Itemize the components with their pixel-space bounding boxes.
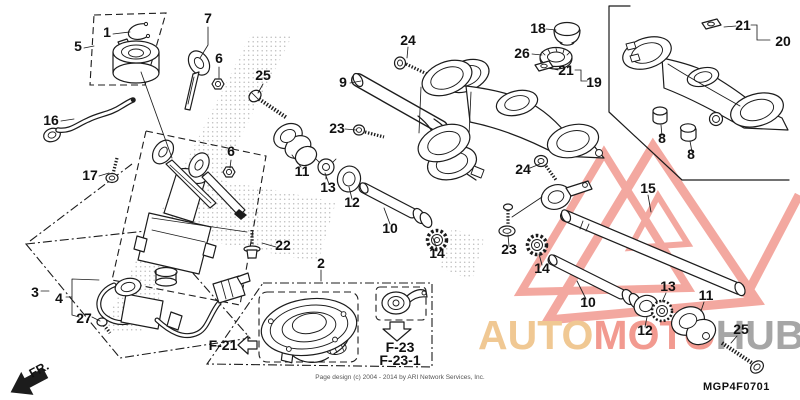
part-callout-9[interactable]: 9	[339, 74, 347, 90]
part-callout-23[interactable]: 23	[501, 241, 517, 257]
part-callout-5[interactable]: 5	[74, 38, 82, 54]
f21-arrow-icon	[237, 335, 258, 355]
part-callout-22[interactable]: 22	[275, 237, 291, 253]
part-washer-13-left	[315, 158, 337, 180]
part-callout-25[interactable]: 25	[255, 67, 271, 83]
part-callout-24[interactable]: 24	[515, 161, 531, 177]
parts-artwork	[43, 18, 789, 374]
part-callout-11[interactable]: 11	[699, 287, 714, 303]
part-callout-14[interactable]: 14	[534, 260, 550, 276]
box-key-cylinder-set	[205, 282, 433, 368]
front-direction-marker: FR.	[10, 359, 51, 395]
part-nut-14-left	[425, 228, 449, 252]
part-callout-25[interactable]: 25	[733, 321, 749, 337]
box-lock-set	[24, 229, 252, 359]
part-callout-11[interactable]: 11	[295, 163, 310, 179]
part-top-bridge-20	[622, 36, 789, 131]
part-callout-24[interactable]: 24	[400, 32, 416, 48]
part-screw-22	[243, 230, 261, 259]
part-callout-19[interactable]: 19	[586, 74, 602, 90]
copyright-note: Page design (c) 2004 - 2014 by ARI Netwo…	[315, 374, 485, 381]
part-callout-13[interactable]: 13	[660, 278, 676, 294]
diagram-code: MGP4F0701	[703, 381, 770, 393]
part-cap-18	[553, 21, 581, 46]
part-nut-6-box	[222, 166, 236, 178]
ref-link-f23-1[interactable]: F-23-1	[379, 352, 420, 368]
part-clip-21-mid	[534, 60, 554, 72]
part-callout-3[interactable]: 3	[31, 284, 39, 300]
part-callout-16[interactable]: 16	[43, 112, 59, 128]
part-snap-ring-1	[127, 21, 151, 41]
part-callout-27[interactable]: 27	[76, 310, 92, 326]
part-screw-25-right	[720, 341, 765, 374]
part-callout-20[interactable]: 20	[775, 33, 791, 49]
watermark-triangle-icon	[741, 192, 800, 301]
part-callout-10[interactable]: 10	[382, 220, 398, 236]
part-callout-14[interactable]: 14	[429, 245, 445, 261]
part-callout-4[interactable]: 4	[55, 290, 63, 306]
part-bushing-8-b	[679, 123, 697, 142]
part-switch-cover-5	[112, 38, 160, 84]
part-bar-end-11-left	[273, 122, 318, 167]
part-weight-10-right	[547, 254, 642, 310]
part-weight-10-left	[358, 182, 433, 229]
part-fuel-cap	[260, 297, 358, 364]
part-callout-6[interactable]: 6	[227, 143, 235, 159]
part-bolt-24-top	[393, 56, 428, 76]
part-callout-8[interactable]: 8	[658, 130, 666, 146]
part-callout-2[interactable]: 2	[317, 255, 325, 271]
part-seat-lock	[381, 289, 428, 315]
part-callout-6[interactable]: 6	[215, 50, 223, 66]
part-bar-end-11-right	[670, 306, 717, 346]
part-bushing-12-left	[336, 165, 362, 193]
part-callout-23[interactable]: 23	[329, 120, 345, 136]
part-ignition-switch	[133, 139, 247, 287]
part-bolt-23-left	[352, 124, 385, 139]
part-clip-21-inset	[701, 18, 722, 30]
ref-link-f23[interactable]: F-23	[386, 339, 415, 355]
part-nut-6-top	[211, 78, 225, 90]
part-screw-27	[96, 317, 112, 334]
part-callout-12[interactable]: 12	[637, 322, 653, 338]
box-seat-lock	[375, 286, 427, 321]
part-callout-17[interactable]: 17	[82, 167, 98, 183]
part-bushing-8-a	[652, 106, 668, 125]
part-bolt-17	[105, 157, 119, 184]
part-handle-lock-4	[96, 272, 251, 339]
leader-lines	[40, 24, 771, 344]
watermark-triangle-icon	[624, 190, 694, 252]
part-callout-13[interactable]: 13	[320, 179, 336, 195]
part-callout-21[interactable]: 21	[558, 62, 574, 78]
ref-link-f21[interactable]: F-21	[209, 337, 238, 353]
part-key-7	[184, 50, 211, 111]
part-callout-7[interactable]: 7	[204, 10, 212, 26]
box-ignition-switch	[111, 130, 267, 306]
part-callout-21[interactable]: 21	[735, 17, 751, 33]
part-callout-26[interactable]: 26	[514, 45, 530, 61]
part-nut-14-right	[525, 233, 549, 257]
part-callout-1[interactable]: 1	[103, 24, 111, 40]
callouts: 1576161725611131210149232418262119242120…	[31, 10, 791, 338]
part-callout-8[interactable]: 8	[687, 146, 695, 162]
part-callout-15[interactable]: 15	[640, 180, 656, 196]
inset-panel-border	[608, 5, 790, 181]
box-cover-group	[89, 12, 167, 86]
part-top-bridge-19	[417, 59, 605, 163]
part-handlebar-15	[540, 180, 746, 297]
part-callout-18[interactable]: 18	[530, 20, 546, 36]
f23-arrow-icon	[382, 321, 412, 342]
part-callout-12[interactable]: 12	[344, 194, 360, 210]
reference-links: F-21 F-23 F-23-1	[209, 321, 421, 368]
part-bolt-24-bottom	[533, 154, 558, 181]
part-callout-10[interactable]: 10	[580, 294, 596, 310]
part-bolt-23-right	[498, 203, 516, 237]
part-washer-13-right	[650, 299, 674, 323]
part-bracket-16	[43, 97, 136, 143]
